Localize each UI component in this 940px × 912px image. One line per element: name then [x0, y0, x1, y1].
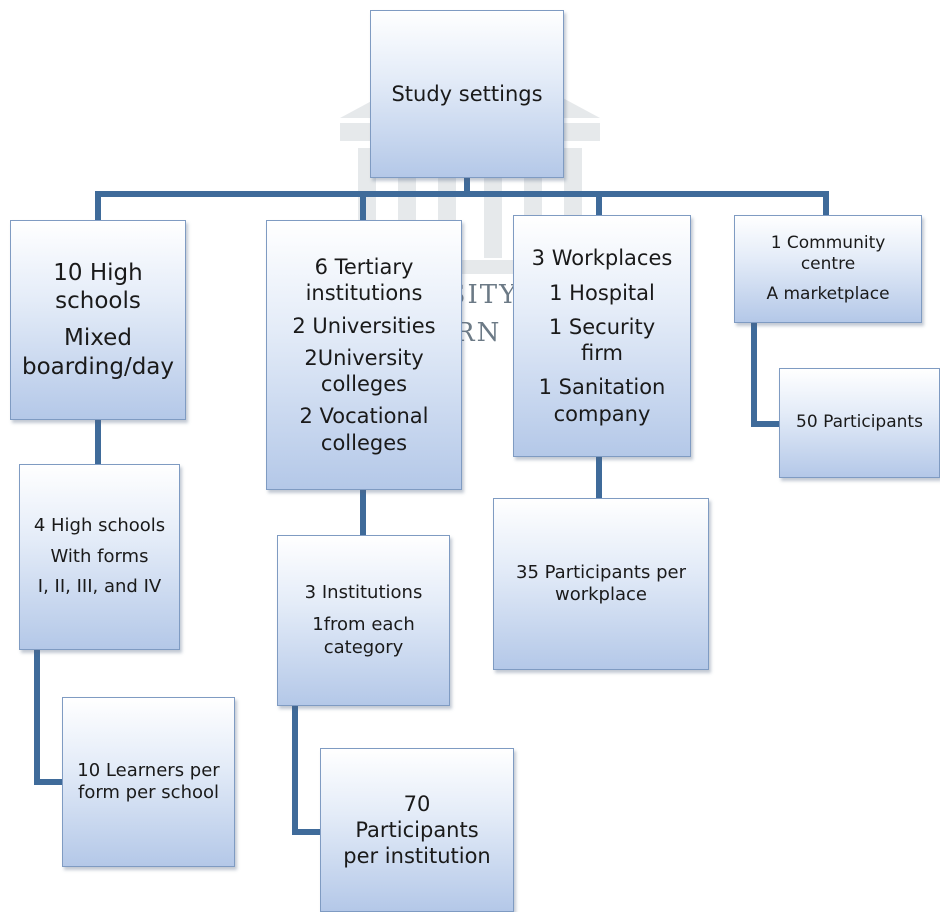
node-label: Study settings — [391, 81, 543, 106]
node-label: 1 Hospital — [549, 280, 655, 305]
node-label: colleges — [320, 372, 408, 397]
node-label: category — [323, 636, 404, 658]
node-label: 3 Workplaces — [531, 246, 673, 271]
node-label: firm — [581, 341, 623, 365]
node-label: 10 Learners per — [77, 759, 220, 781]
node-label: Mixed — [64, 325, 132, 351]
node-label: 50 Participants — [796, 412, 923, 433]
node-label: 2University — [304, 345, 424, 370]
node-label: centre — [800, 254, 856, 275]
node-community-centre: 1 Community centre A marketplace — [734, 215, 922, 323]
node-label: 1 Community — [770, 233, 886, 254]
node-community-participants: 50 Participants — [779, 368, 940, 478]
node-label: 2 Vocational — [299, 404, 429, 429]
node-label: Participants — [355, 817, 479, 842]
node-label: colleges — [320, 430, 408, 455]
node-label: boarding/day — [21, 353, 175, 380]
node-label: A marketplace — [766, 283, 890, 304]
node-high-schools-participants: 10 Learners per form per school — [62, 697, 235, 867]
node-label: 4 High schools — [33, 515, 166, 537]
node-study-settings: Study settings — [370, 10, 564, 178]
node-label: company — [553, 401, 651, 426]
node-label: 2 Universities — [292, 313, 436, 338]
node-label: With forms — [50, 545, 149, 567]
node-label: 3 Institutions — [304, 581, 423, 603]
node-label: 10 High — [53, 259, 143, 286]
node-workplaces: 3 Workplaces 1 Hospital 1 Security firm … — [513, 215, 691, 457]
node-high-schools: 10 High schools Mixed boarding/day — [10, 220, 186, 420]
node-label: 6 Tertiary — [314, 255, 414, 280]
node-workplaces-participants: 35 Participants per workplace — [493, 498, 709, 670]
node-label: 1 Security — [548, 314, 656, 339]
node-tertiary-institutions: 6 Tertiary institutions 2 Universities 2… — [266, 220, 462, 490]
node-tertiary-participants: 70 Participants per institution — [320, 748, 514, 912]
node-label: workplace — [555, 584, 647, 605]
node-label: 1from each — [312, 614, 415, 636]
node-label: schools — [55, 288, 141, 315]
node-label: 1 Sanitation — [538, 375, 666, 400]
node-label: I, II, III, and IV — [37, 576, 162, 598]
node-label: 35 Participants per — [516, 561, 686, 583]
node-label: form per school — [77, 782, 220, 803]
node-tertiary-sample: 3 Institutions 1from each category — [277, 535, 450, 706]
node-high-schools-sample: 4 High schools With forms I, II, III, an… — [19, 464, 180, 650]
node-label: per institution — [343, 844, 491, 869]
node-label: 70 — [403, 791, 431, 816]
node-label: institutions — [305, 281, 423, 306]
